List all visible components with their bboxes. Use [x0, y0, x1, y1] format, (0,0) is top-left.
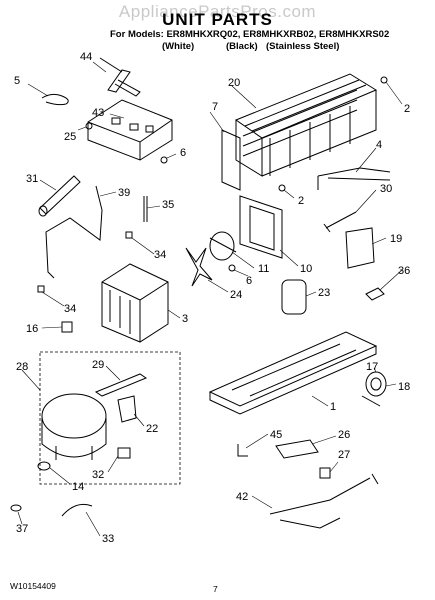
callout-30: 30 — [380, 183, 392, 195]
callout-4: 4 — [376, 139, 382, 151]
callout-26: 26 — [338, 429, 350, 441]
part-compressor — [41, 393, 107, 460]
callout-27: 27 — [338, 449, 350, 461]
callout-22: 22 — [146, 423, 158, 435]
callout-5: 5 — [14, 75, 20, 87]
part-6-screw-b — [228, 264, 236, 272]
part-3-condenser-coil — [101, 263, 169, 343]
callout-6: 6 — [180, 147, 186, 159]
part-37-grommet — [10, 504, 22, 512]
callout-3: 3 — [182, 313, 188, 325]
callout-20: 20 — [228, 77, 240, 89]
callout-31: 31 — [26, 173, 38, 185]
callout-29: 29 — [92, 359, 104, 371]
callout-25: 25 — [64, 131, 76, 143]
models-line: For Models: ER8MHKXRQ02, ER8MHKXRB02, ER… — [110, 29, 390, 40]
callout-33: 33 — [102, 533, 114, 545]
callout-32: 32 — [92, 469, 104, 481]
part-18-pin — [361, 395, 381, 407]
part-42-harness — [269, 473, 379, 529]
part-2-screw-a — [380, 76, 388, 84]
part-43-relay-box — [87, 99, 173, 161]
part-1-base-pan — [208, 331, 378, 415]
variant-black: (Black) — [226, 41, 258, 52]
callout-36: 36 — [398, 265, 410, 277]
callout-34-bottom: 34 — [64, 303, 76, 315]
part-39-tube — [45, 185, 103, 279]
part-34-clip-a — [125, 231, 133, 239]
part-6-screw-a — [160, 156, 168, 164]
callout-39: 39 — [118, 187, 130, 199]
callout-44: 44 — [80, 51, 92, 63]
part-34-clip-b — [37, 285, 45, 293]
part-31-insulation — [38, 175, 81, 217]
part-4-drier — [317, 167, 391, 190]
callout-11: 11 — [258, 263, 269, 275]
callout-7: 7 — [212, 101, 218, 113]
part-11-fan-motor — [209, 231, 237, 261]
leader-lines — [17, 61, 403, 537]
callout-45: 45 — [270, 429, 282, 441]
callout-18: 18 — [398, 381, 410, 393]
part-7-frame — [221, 129, 241, 191]
part-30-sensor — [323, 211, 357, 233]
doc-number: W10154409 — [10, 581, 56, 591]
variant-stainless: (Stainless Steel) — [266, 41, 340, 52]
part-17-wheel — [365, 371, 387, 397]
callout-numbers: 44 5 43 25 6 20 7 2 4 2 31 39 35 30 19 3… — [14, 51, 410, 545]
part-35-rod — [143, 196, 148, 222]
callout-23: 23 — [318, 287, 330, 299]
part-16-clip — [61, 321, 73, 333]
callout-2-mid: 2 — [298, 195, 304, 207]
callout-42: 42 — [236, 491, 248, 503]
page-number: 7 — [213, 584, 218, 594]
callout-1: 1 — [330, 401, 336, 413]
callout-37: 37 — [16, 523, 28, 535]
part-19-foam — [345, 227, 375, 269]
part-27-clip — [319, 467, 331, 479]
callout-28: 28 — [16, 361, 28, 373]
part-14-grommet — [37, 461, 51, 471]
callout-14: 14 — [72, 481, 84, 493]
page-title: UNIT PARTS — [162, 10, 273, 29]
callout-19: 19 — [390, 233, 402, 245]
part-23-foam — [281, 279, 307, 315]
part-24-fan-blade — [185, 247, 213, 287]
part-36-clip — [365, 287, 385, 301]
part-26-label — [275, 439, 319, 459]
part-20-condenser — [234, 73, 378, 177]
part-32-relay — [117, 447, 131, 459]
part-5-clip — [41, 93, 69, 106]
callout-35: 35 — [162, 199, 174, 211]
watermark: AppliancePartsPros.com — [118, 2, 317, 21]
part-28-compressor-box — [39, 351, 181, 485]
callout-2-top: 2 — [404, 103, 410, 115]
part-22-bracket — [117, 395, 137, 423]
part-29-tube — [94, 373, 148, 397]
callout-16: 16 — [26, 323, 38, 335]
callout-17: 17 — [366, 361, 378, 373]
part-25-screw — [85, 122, 93, 130]
variant-white: (White) — [162, 41, 195, 52]
callout-43: 43 — [92, 107, 104, 119]
part-44-bracket — [99, 57, 141, 97]
part-10-fan-shroud — [239, 195, 283, 259]
callout-24: 24 — [230, 289, 242, 301]
part-45-tool — [237, 444, 248, 457]
part-2-screw-b — [278, 184, 286, 192]
part-33-wire — [61, 503, 93, 517]
callout-6-lower: 6 — [246, 275, 252, 287]
callout-10: 10 — [300, 263, 312, 275]
callout-34-top: 34 — [154, 249, 166, 261]
